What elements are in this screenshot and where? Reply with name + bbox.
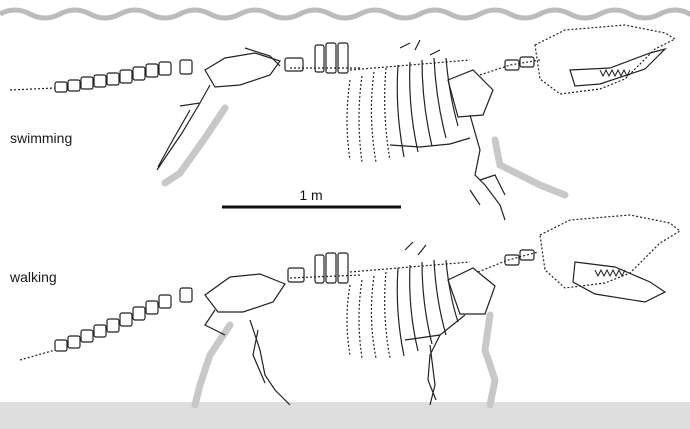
walking-ribcage — [347, 272, 390, 358]
swimming-ribs-solid — [397, 58, 458, 157]
walking-tail-tip — [20, 350, 55, 360]
swimming-ghost-forelimb — [495, 140, 565, 195]
swimming-scapula — [448, 70, 493, 117]
swimming-tail-vertebrae — [55, 60, 192, 92]
walking-ghost-forelimb — [485, 315, 495, 405]
swimming-label: swimming — [10, 130, 72, 146]
walking-jaw — [573, 262, 665, 302]
swimming-ribcage — [347, 68, 390, 162]
swimming-tail-tip — [10, 88, 55, 90]
walking-scapula — [448, 268, 495, 314]
walking-label: walking — [9, 269, 57, 285]
walking-skeleton — [20, 215, 680, 405]
walking-ribs-solid — [397, 260, 458, 356]
walking-pelvis — [205, 274, 285, 312]
swimming-hindlimb — [157, 85, 210, 170]
walking-hindlimb — [205, 310, 290, 405]
scale-bar-label: 1 m — [299, 187, 322, 203]
water-surface-line — [0, 10, 690, 18]
swimming-jaw — [570, 49, 665, 86]
walking-ghost-hindlimb — [195, 325, 230, 405]
swimming-pelvis — [205, 53, 280, 87]
ground-band — [0, 402, 690, 429]
walking-tail-vertebrae — [55, 288, 192, 351]
swimming-skeleton — [10, 25, 675, 220]
